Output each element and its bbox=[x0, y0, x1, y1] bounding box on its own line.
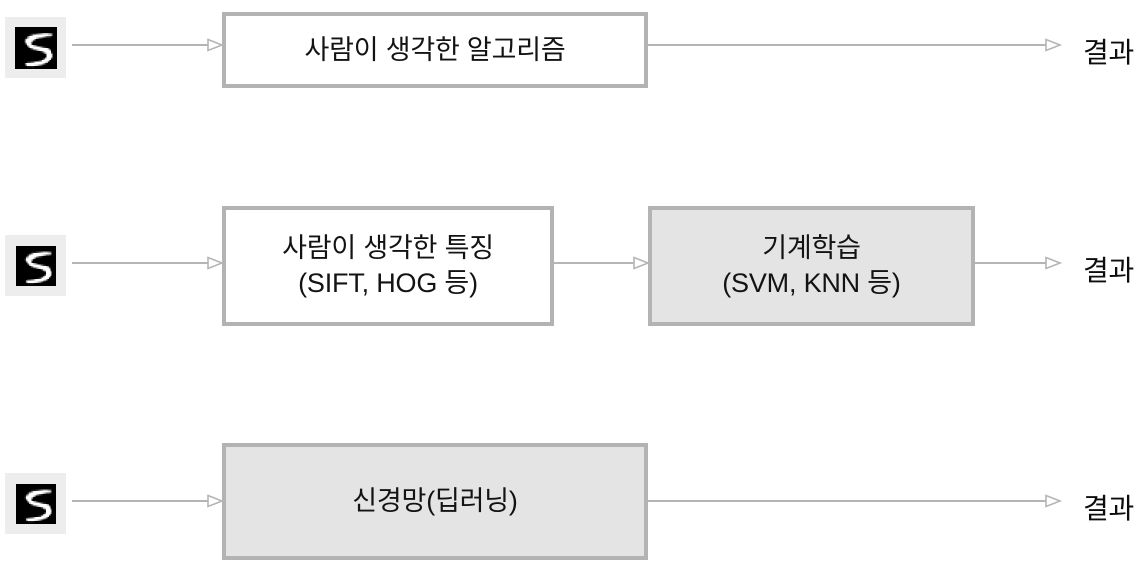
arrow-box-machine-learning-to-result bbox=[975, 256, 1063, 276]
box-human-features-label: 사람이 생각한 특징 (SIFT, HOG 등) bbox=[282, 233, 494, 298]
box-neural-network: 신경망(딥러닝) bbox=[222, 443, 648, 560]
digit-canvas bbox=[15, 483, 56, 524]
arrow-input-to-box-human-algorithm bbox=[72, 38, 225, 58]
arrow-input-to-box-human-features bbox=[72, 256, 225, 276]
box-neural-network-label: 신경망(딥러닝) bbox=[352, 486, 518, 517]
box-human-features: 사람이 생각한 특징 (SIFT, HOG 등) bbox=[222, 206, 554, 326]
mnist-digit-5-image bbox=[5, 17, 66, 78]
box-machine-learning: 기계학습 (SVM, KNN 등) bbox=[648, 206, 975, 326]
arrow-input-to-box-neural-network bbox=[72, 494, 225, 514]
result-label-row-2: 결과 bbox=[1083, 255, 1134, 286]
arrow-box-human-algorithm-to-result bbox=[648, 38, 1063, 58]
box-human-algorithm-label: 사람이 생각한 알고리즘 bbox=[304, 34, 566, 65]
box-machine-learning-label: 기계학습 (SVM, KNN 등) bbox=[722, 233, 901, 298]
result-label-row-1: 결과 bbox=[1083, 37, 1134, 68]
box-human-algorithm: 사람이 생각한 알고리즘 bbox=[222, 12, 648, 88]
digit-canvas bbox=[15, 245, 56, 286]
digit-canvas bbox=[14, 26, 57, 69]
arrow-box-human-features-to-box-machine-learning bbox=[554, 256, 651, 276]
arrow-box-neural-network-to-result bbox=[648, 494, 1063, 514]
result-label-row-3: 결과 bbox=[1083, 493, 1134, 524]
mnist-digit-5-image bbox=[5, 473, 66, 534]
mnist-digit-5-image bbox=[5, 235, 66, 296]
